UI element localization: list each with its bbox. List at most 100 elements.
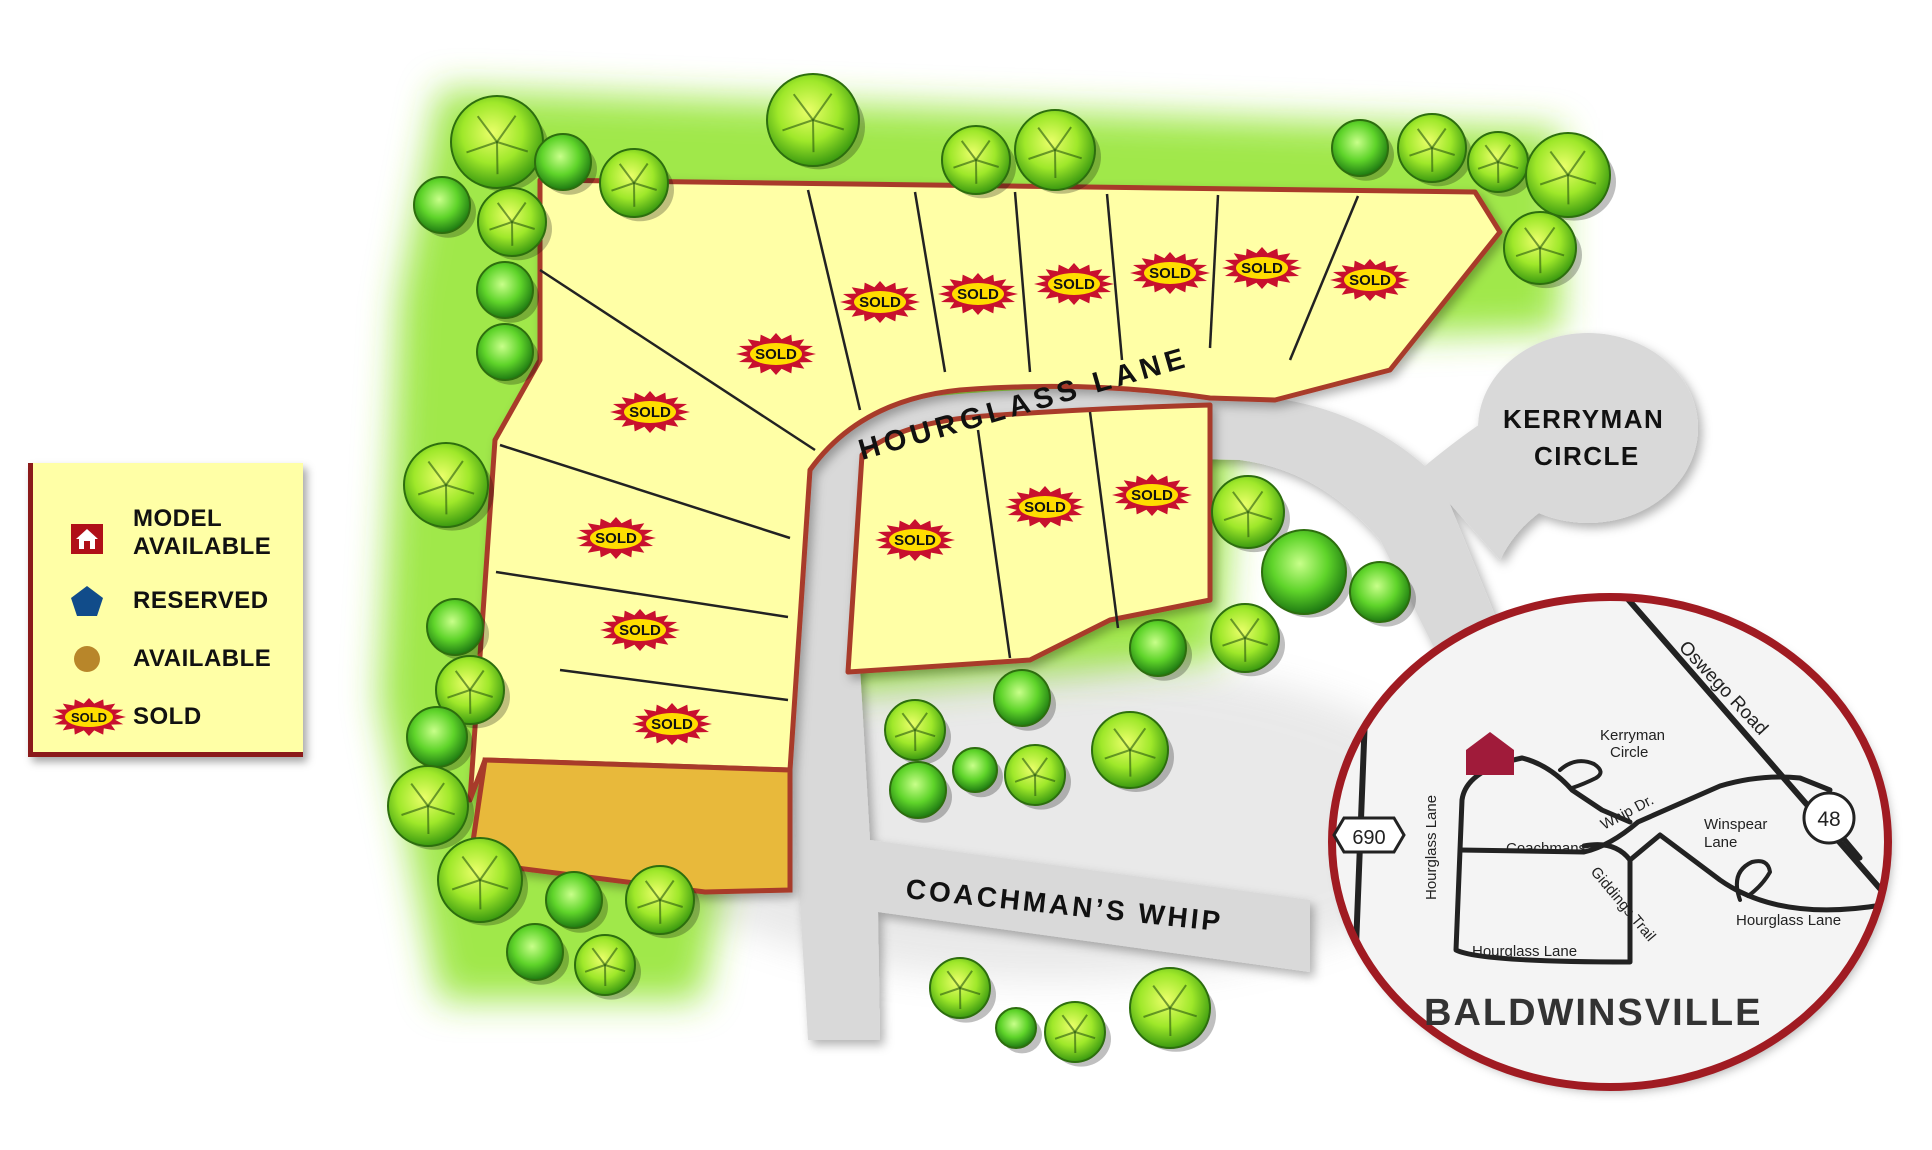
tree-icon (574, 934, 641, 1000)
sold-badge: SOLD (1005, 486, 1085, 528)
tree-icon (952, 747, 1003, 798)
road-network (780, 333, 1698, 1041)
tree-icon (1004, 744, 1071, 810)
tree-icon (426, 598, 489, 660)
inset-locator-map: 690 48 Oswego Road Kerryman Circle Winsp… (1328, 593, 1892, 1091)
sold-badge: SOLD (938, 273, 1018, 315)
sold-badge: SOLD (1222, 247, 1302, 289)
inset-coachmans-label: Coachmans (1506, 840, 1586, 857)
lot-parcel-area (467, 177, 1503, 803)
route-690-shield: 690 (1332, 816, 1406, 854)
tree-icon (929, 957, 996, 1023)
tree-icon (1211, 475, 1290, 553)
tree-icon (403, 442, 494, 531)
sold-badge: SOLD (1330, 259, 1410, 301)
sold-badge: SOLD (840, 281, 920, 323)
tree-icon (1397, 113, 1472, 187)
tree-icon (1503, 211, 1582, 289)
sold-badge: SOLD (875, 519, 955, 561)
inset-title: BALDWINSVILLE (1424, 992, 1762, 1034)
sold-badge: SOLD (576, 517, 656, 559)
legend-reserved-label: RESERVED (133, 587, 269, 614)
inset-kerryman-label-1: Kerryman (1600, 727, 1665, 744)
sold-badge-text: SOLD (1149, 265, 1191, 282)
sold-badge-text: SOLD (1053, 276, 1095, 293)
tree-icon (1467, 131, 1534, 197)
tree-icon (766, 73, 865, 170)
tree-icon (477, 187, 552, 261)
tree-icon (406, 706, 473, 772)
tree-icon (1129, 619, 1192, 681)
sold-badge-text: SOLD (1024, 499, 1066, 516)
tree-icon (476, 261, 539, 323)
sold-badge-text: SOLD (619, 622, 661, 639)
inset-model-home-icon (1466, 732, 1514, 775)
sold-badge: SOLD (600, 609, 680, 651)
tree-icon (599, 148, 674, 222)
sold-badge-text: SOLD (595, 530, 637, 547)
sold-badge-text: SOLD (651, 716, 693, 733)
tree-icon (1091, 711, 1174, 792)
tree-icon (476, 323, 539, 385)
sold-badge-text: SOLD (1131, 487, 1173, 504)
tree-icon (506, 923, 569, 985)
inset-hourglass-left-label: Hourglass Lane (1423, 795, 1440, 900)
sold-badge-text: SOLD (894, 532, 936, 549)
sold-badge-text: SOLD (1241, 260, 1283, 277)
kerryman-circle-label-2: CIRCLE (1534, 441, 1640, 471)
legend-panel: MODEL AVAILABLE RESERVED AVAILABLE SOLD … (28, 463, 303, 757)
legend-model-label-2: AVAILABLE (133, 533, 272, 560)
sold-badge-text: SOLD (859, 294, 901, 311)
sold-badge: SOLD (736, 333, 816, 375)
sold-badges: SOLD SOLD SOLD SOLD SOLD SOLD SOLD SOLD SOLD SOLD… (576, 247, 1410, 745)
available-dot-icon (67, 639, 107, 679)
lot-dividers (495, 189, 1360, 702)
legend-sold-label: SOLD (133, 703, 202, 730)
sold-badge-text: SOLD (629, 404, 671, 421)
model-home-icon (67, 518, 107, 558)
tree-icon (413, 176, 476, 238)
tree-icon (993, 669, 1056, 731)
hourglass-lane-road (780, 388, 1505, 1041)
tree-icon (1331, 119, 1394, 181)
sold-badge: SOLD (1130, 252, 1210, 294)
tree-icon (1129, 967, 1216, 1052)
svg-text:48: 48 (1817, 808, 1840, 831)
reserved-pentagon-icon (67, 581, 107, 621)
tree-icon (889, 761, 952, 823)
sold-badge: SOLD (1112, 474, 1192, 516)
tree-icon (1525, 132, 1616, 221)
tree-icon (995, 1007, 1042, 1054)
tree-icon (884, 699, 951, 765)
svg-text:SOLD: SOLD (71, 710, 107, 725)
tree-icon (1014, 109, 1101, 194)
tree-icon (545, 871, 608, 933)
tree-icon (534, 133, 597, 195)
inset-hourglass-right-label: Hourglass Lane (1736, 912, 1841, 929)
lots-block-north (467, 177, 1503, 895)
tree-icon (435, 655, 510, 729)
tree-icon (1044, 1001, 1111, 1067)
tree-icon (1210, 603, 1285, 677)
sold-badge-text: SOLD (1349, 272, 1391, 289)
inset-winspear-label-2: Lane (1704, 834, 1737, 851)
sold-badge: SOLD (1034, 263, 1114, 305)
inset-winspear-label-1: Winspear (1704, 816, 1767, 833)
sold-badge-text: SOLD (755, 346, 797, 363)
sold-burst-icon: SOLD (51, 697, 127, 737)
svg-text:690: 690 (1352, 827, 1385, 849)
sold-badge-text: SOLD (957, 286, 999, 303)
lots-block-south (845, 402, 1213, 675)
tree-icon (625, 865, 700, 939)
route-48-shield: 48 (1802, 791, 1856, 845)
tree-icon (437, 837, 528, 926)
inset-hourglass-bottom-label: Hourglass Lane (1472, 943, 1577, 960)
inset-kerryman-label-2: Circle (1610, 744, 1648, 761)
tree-icon (450, 95, 549, 192)
tree-icon (1349, 561, 1416, 627)
trees (387, 73, 1616, 1067)
tree-icon (941, 125, 1016, 199)
legend-available-label: AVAILABLE (133, 645, 272, 672)
